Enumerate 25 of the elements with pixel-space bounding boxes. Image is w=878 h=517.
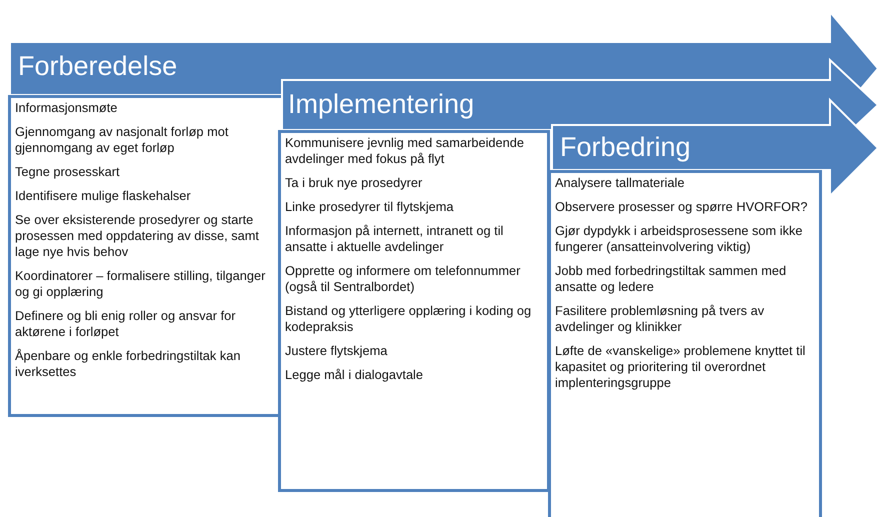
list-item: Jobb med forbedringstiltak sammen med ansatte og ledere: [555, 263, 788, 295]
stage-heading: Implementering: [288, 88, 474, 120]
list-item: Analysere tallmateriale: [555, 175, 686, 191]
list-item: Se over eksisterende prosedyrer og starte prosessen med oppdatering av disse, samt lage nye hvis behov: [15, 212, 260, 260]
list-item: Definere og bli enig roller og ansvar for aktørene i forløpet: [15, 308, 237, 340]
list-item: Informasjonsmøte: [15, 100, 118, 116]
list-item: Kommunisere jevnlig med samarbeidende avdelinger med fokus på flyt: [285, 135, 525, 167]
list-item: Koordinatorer – formalisere stilling, tilganger og gi opplæring: [15, 268, 266, 300]
list-item: Informasjon på internett, intranett og til ansatte i aktuelle avdelinger: [285, 223, 504, 255]
list-item: Linke prosedyrer til flytskjema: [285, 199, 455, 215]
list-item: Bistand og ytterligere opplæring i koding og kodepraksis: [285, 303, 532, 335]
list-item: Gjør dypdykk i arbeidsprosessene som ikke fungerer (ansatteinvolvering viktig): [555, 223, 804, 255]
list-item: Gjennomgang av nasjonalt forløp mot gjennomgang av eget forløp: [15, 124, 230, 156]
list-item: Ta i bruk nye prosedyrer: [285, 175, 424, 191]
list-item: Tegne prosesskart: [15, 164, 121, 180]
list-item: Opprette og informere om telefonnummer (også til Sentralbordet): [285, 263, 522, 295]
list-item: Løfte de «vanskelige» problemene knyttet til kapasitet og prioritering til overordnet implenteringsgruppe: [555, 343, 806, 391]
list-item: Justere flytskjema: [285, 343, 388, 359]
list-item: Åpenbare og enkle forbedringstiltak kan iverksettes: [15, 348, 242, 380]
list-item: Fasilitere problemløsning på tvers av avdelinger og klinikker: [555, 303, 766, 335]
list-item: Observere prosesser og spørre HVORFOR?: [555, 199, 808, 215]
list-item: Legge mål i dialogavtale: [285, 367, 424, 383]
list-item: Identifisere mulige flaskehalser: [15, 188, 192, 204]
stage-heading: Forbedring: [560, 131, 691, 163]
stage-heading: Forberedelse: [18, 50, 178, 82]
